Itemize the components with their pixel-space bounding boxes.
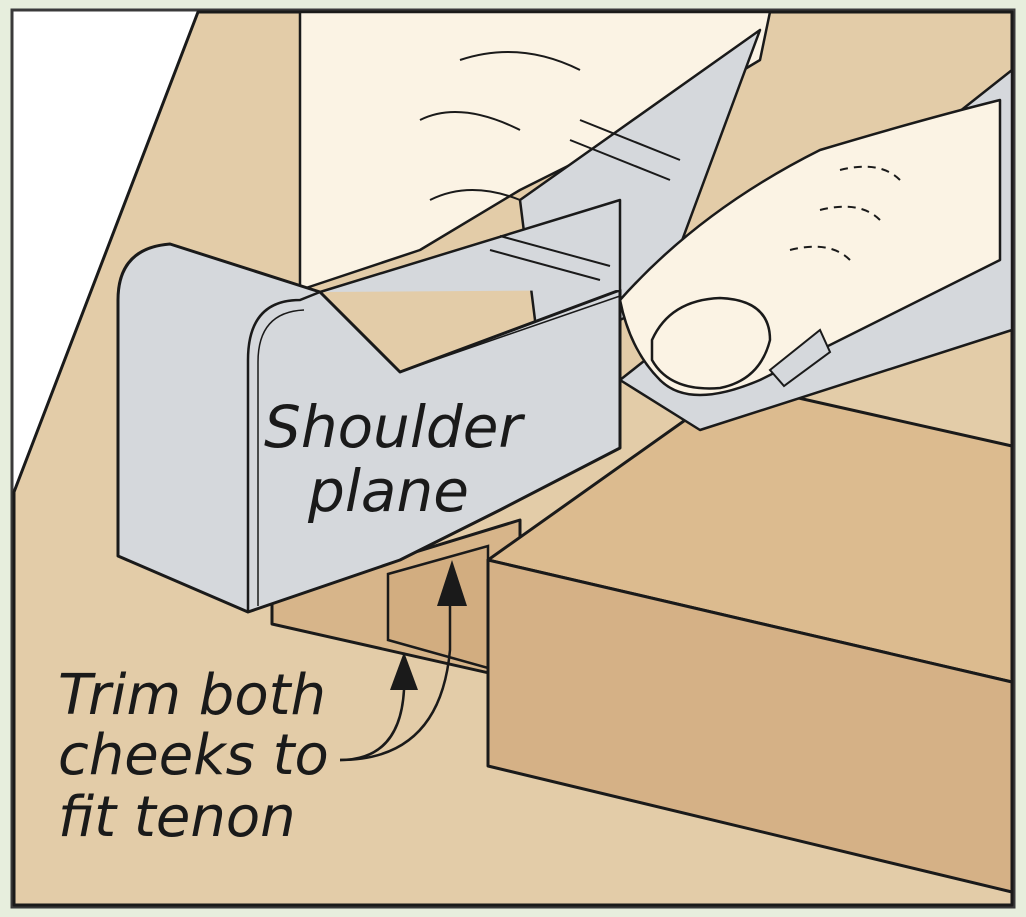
arrowhead-up-icon	[390, 652, 418, 690]
plane-blade-edge	[768, 328, 832, 388]
plane-top-detail	[499, 235, 611, 267]
iron-detail	[569, 139, 671, 181]
arrowhead-up-icon	[437, 560, 467, 606]
plane-top-detail	[489, 249, 601, 281]
knuckle-crease	[789, 245, 851, 261]
plane-body-edge	[257, 309, 305, 606]
plane-top-bed	[319, 198, 622, 294]
leader-line	[339, 606, 452, 762]
finger-crease	[429, 189, 521, 201]
plane-body-edge	[246, 290, 321, 612]
iron-detail	[579, 119, 681, 161]
knuckle-crease	[839, 165, 901, 181]
trim-callout-line2: cheeks to	[58, 723, 329, 788]
finger-crease	[459, 51, 581, 71]
knuckle-crease	[819, 205, 881, 221]
plane-top-detail	[399, 295, 621, 373]
trim-callout-line1: Trim both	[58, 663, 327, 728]
trim-callout-line3: fit tenon	[58, 785, 296, 850]
plane-label-line1: Shoulder	[264, 393, 523, 461]
thumbnail	[650, 296, 772, 390]
plane-body-side	[116, 242, 622, 614]
wood-block-front	[486, 558, 1014, 894]
finger-crease	[419, 111, 521, 131]
plane-label-line2: plane	[308, 457, 469, 525]
